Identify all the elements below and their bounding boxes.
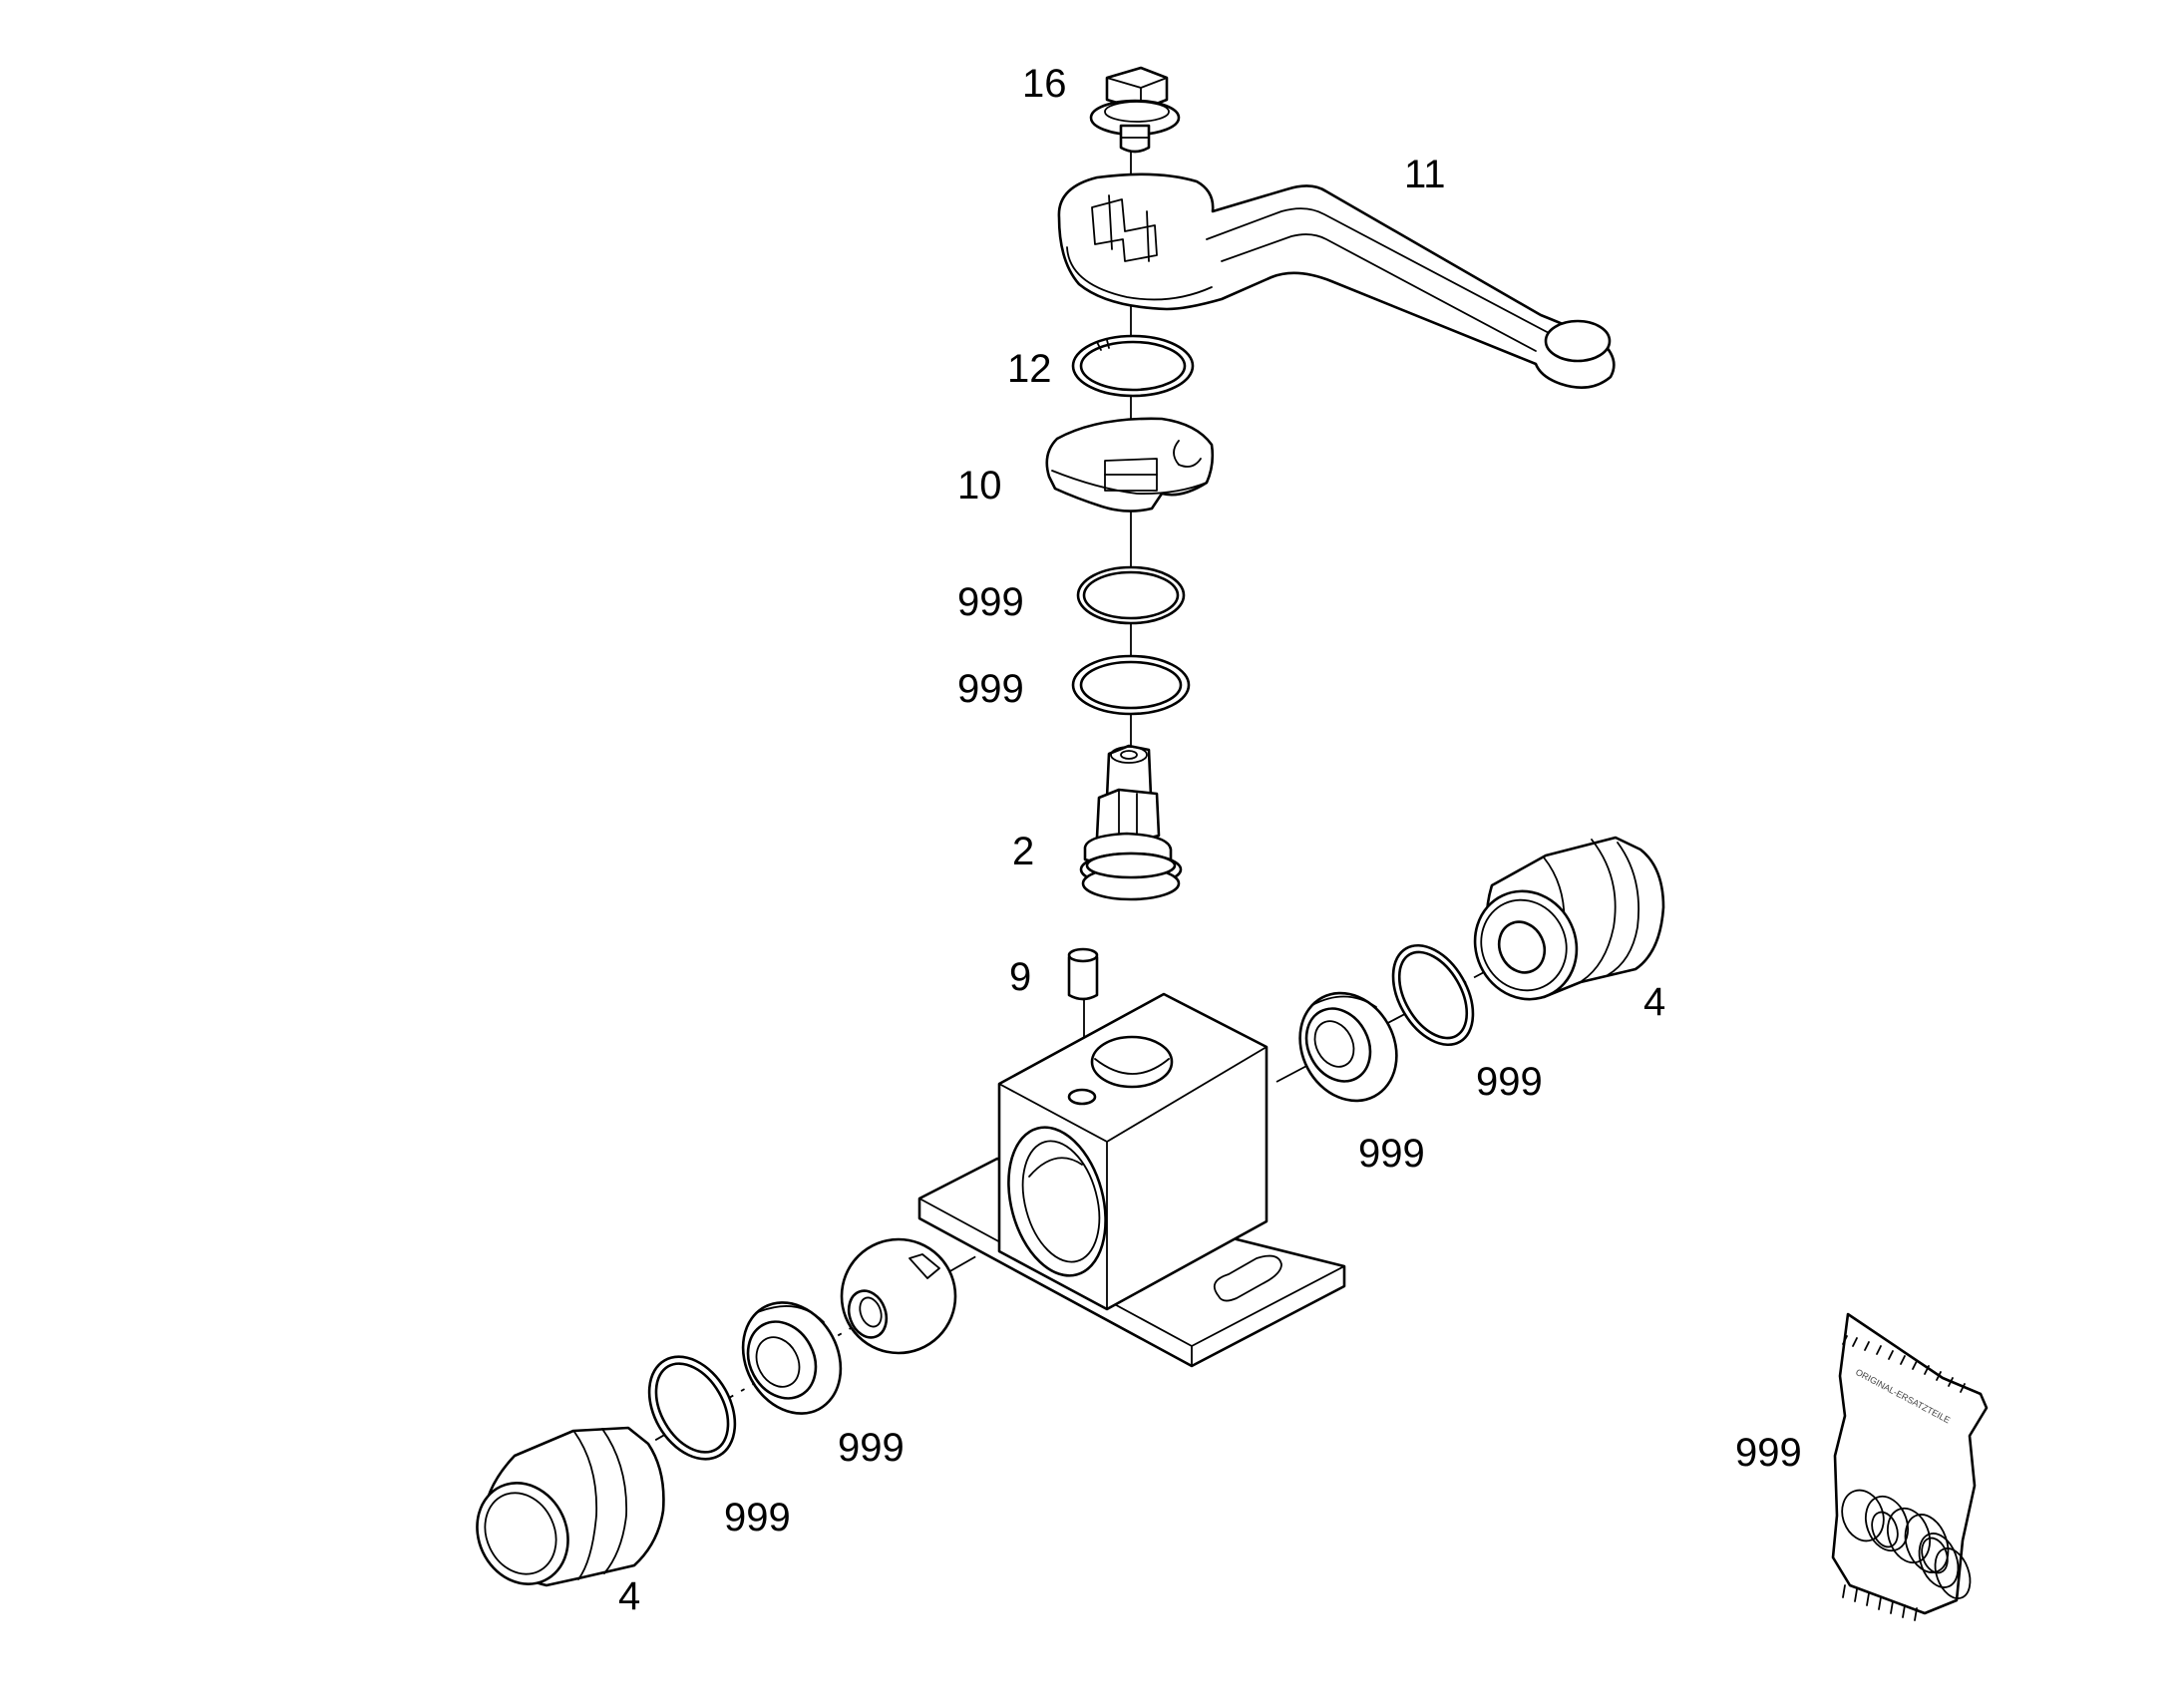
seat-ring-right — [1298, 991, 1398, 1103]
label-retaining-ring: 12 — [1007, 347, 1052, 391]
seat-ring-left — [741, 1301, 843, 1415]
handle-part-11 — [1057, 172, 1616, 390]
seal-kit-bag: ORIGINAL-ERSATZTEILE — [1831, 1312, 1989, 1621]
o-ring-upper — [1076, 565, 1186, 625]
label-fitting-left: 4 — [618, 1574, 640, 1618]
label-seat-left: 999 — [838, 1426, 905, 1470]
label-o-ring-upper: 999 — [957, 580, 1024, 624]
o-ring-lower — [1071, 654, 1191, 716]
stop-plate-part-10 — [1045, 417, 1215, 512]
label-seat-right: 999 — [1358, 1132, 1425, 1176]
ball — [840, 1237, 957, 1355]
stem-part-2 — [1079, 744, 1183, 901]
o-ring-right — [1391, 943, 1475, 1047]
label-stop-plate: 10 — [957, 464, 1002, 508]
o-ring-left — [647, 1355, 737, 1461]
part-labels: 16 11 12 10 999 999 2 9 4 999 999 999 99… — [618, 62, 1802, 1618]
screw-part-16 — [1089, 66, 1181, 154]
label-handle: 11 — [1404, 153, 1446, 196]
retaining-ring-part-12 — [1071, 334, 1195, 398]
label-o-ring-left: 999 — [724, 1496, 791, 1539]
label-pin: 9 — [1009, 955, 1031, 999]
label-fitting-right: 4 — [1643, 980, 1665, 1024]
fitting-right — [1473, 836, 1665, 1001]
label-seal-kit: 999 — [1735, 1431, 1802, 1475]
fitting-left — [476, 1426, 665, 1587]
label-o-ring-lower: 999 — [957, 667, 1024, 711]
pin-part-9 — [1067, 947, 1099, 1001]
valve-body — [917, 992, 1346, 1368]
label-stem: 2 — [1012, 830, 1034, 873]
label-o-ring-right: 999 — [1476, 1060, 1543, 1104]
label-screw: 16 — [1022, 62, 1067, 106]
